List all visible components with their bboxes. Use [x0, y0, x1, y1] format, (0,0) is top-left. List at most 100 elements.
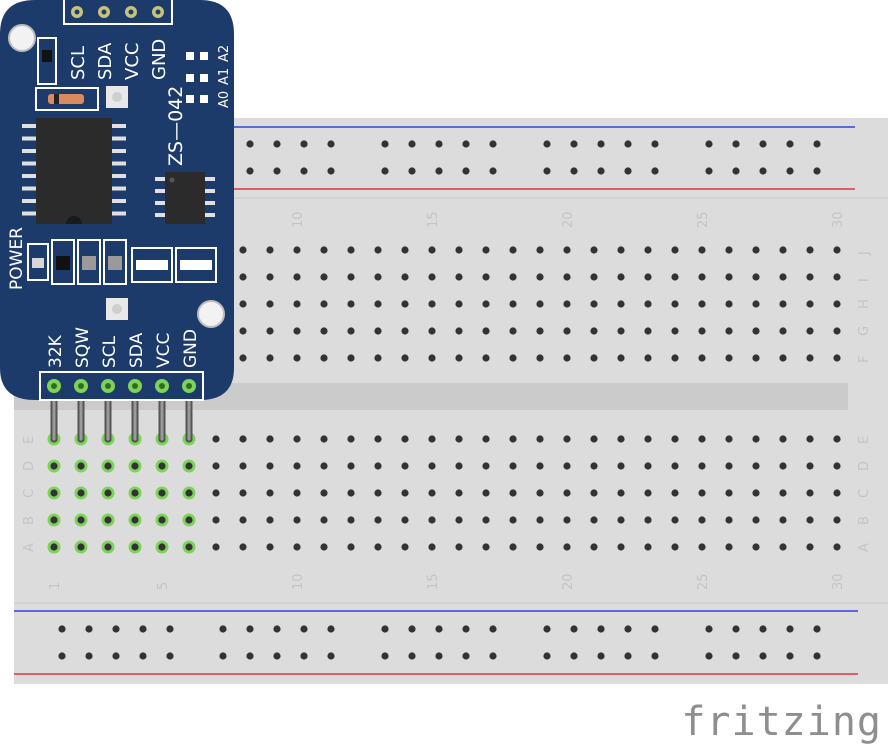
breadboard-hole — [158, 543, 166, 551]
row-label: G — [857, 326, 872, 336]
breadboard-hole — [671, 435, 679, 443]
header-pin-hole — [155, 9, 161, 15]
chip-pin — [205, 177, 215, 181]
breadboard-hole — [644, 516, 652, 524]
breadboard-hole — [590, 354, 598, 362]
rail-hole — [489, 167, 497, 175]
rail-hole — [300, 167, 308, 175]
rail-hole — [732, 167, 740, 175]
breadboard-hole — [293, 246, 301, 254]
eeprom-chip — [165, 172, 205, 224]
breadboard-hole — [671, 300, 679, 308]
rail-hole — [219, 652, 227, 660]
breadboard-hole — [536, 543, 544, 551]
breadboard-hole — [779, 327, 787, 335]
rail-hole — [435, 625, 443, 633]
breadboard-hole — [347, 300, 355, 308]
breadboard-hole — [482, 354, 490, 362]
breadboard-hole — [185, 489, 193, 497]
breadboard-hole — [644, 489, 652, 497]
breadboard-hole — [347, 435, 355, 443]
header-pin-hole — [101, 9, 107, 15]
breadboard-hole — [806, 462, 814, 470]
breadboard-hole — [374, 300, 382, 308]
addr-pad — [186, 52, 194, 60]
row-label: E — [22, 436, 37, 444]
header-pin-hole — [186, 383, 192, 389]
bottom-pin-label: GND — [181, 329, 201, 368]
rail-hole — [570, 625, 578, 633]
breadboard-hole — [725, 543, 733, 551]
column-label: 30 — [831, 573, 846, 590]
breadboard-hole — [509, 300, 517, 308]
chip-pin — [22, 161, 36, 166]
breadboard-hole — [671, 543, 679, 551]
breadboard-hole — [104, 462, 112, 470]
breadboard-hole — [266, 516, 274, 524]
breadboard-hole — [725, 246, 733, 254]
eeprom-chip-pins — [155, 177, 215, 217]
breadboard-hole — [401, 435, 409, 443]
breadboard-hole — [644, 273, 652, 281]
rail-hole — [327, 625, 335, 633]
breadboard-hole — [185, 462, 193, 470]
breadboard-hole — [779, 516, 787, 524]
breadboard-hole — [644, 327, 652, 335]
breadboard-hole — [509, 246, 517, 254]
breadboard-hole — [374, 489, 382, 497]
breadboard-hole — [833, 273, 841, 281]
breadboard-hole — [239, 246, 247, 254]
breadboard-hole — [563, 246, 571, 254]
rail-hole — [705, 140, 713, 148]
breadboard-hole — [536, 462, 544, 470]
breadboard-hole — [347, 273, 355, 281]
row-label: H — [857, 299, 872, 309]
breadboard-hole — [806, 300, 814, 308]
breadboard-hole — [428, 246, 436, 254]
breadboard-hole — [266, 435, 274, 443]
breadboard-hole — [320, 435, 328, 443]
breadboard-hole — [698, 246, 706, 254]
breadboard-hole — [347, 327, 355, 335]
square-pad-top-hole — [112, 92, 122, 102]
breadboard-hole — [698, 462, 706, 470]
mount-hole-bottom-right — [197, 300, 225, 328]
resistor-array-outline — [175, 247, 217, 283]
breadboard-hole — [833, 300, 841, 308]
breadboard-hole — [590, 300, 598, 308]
chip-pin — [155, 177, 165, 181]
breadboard-hole — [698, 354, 706, 362]
rail-hole — [543, 652, 551, 660]
top-pin-label: GND — [149, 39, 170, 80]
diode-outline — [35, 87, 99, 111]
breadboard-hole — [725, 516, 733, 524]
breadboard-hole — [698, 489, 706, 497]
addr-pad — [186, 95, 194, 103]
breadboard-hole — [131, 462, 139, 470]
breadboard-hole — [347, 489, 355, 497]
column-label: 20 — [561, 573, 576, 590]
rail-hole — [85, 625, 93, 633]
breadboard-hole — [833, 246, 841, 254]
breadboard-hole — [455, 246, 463, 254]
chip-pin — [155, 213, 165, 217]
top-pin-label: SCL — [68, 46, 89, 80]
row-label: D — [22, 461, 37, 471]
header-pin-hole — [51, 383, 57, 389]
breadboard-hole — [401, 327, 409, 335]
smd-part — [82, 256, 96, 270]
breadboard-hole — [77, 462, 85, 470]
breadboard-hole — [833, 516, 841, 524]
chip-pin — [22, 124, 36, 128]
breadboard-hole — [482, 435, 490, 443]
breadboard-hole — [50, 543, 58, 551]
breadboard-hole — [293, 354, 301, 362]
breadboard-hole — [320, 516, 328, 524]
rail-hole — [462, 652, 470, 660]
breadboard-hole — [779, 273, 787, 281]
breadboard-hole — [131, 516, 139, 524]
breadboard-hole — [50, 516, 58, 524]
smd-part-outline — [103, 239, 127, 285]
rail-hole — [273, 625, 281, 633]
